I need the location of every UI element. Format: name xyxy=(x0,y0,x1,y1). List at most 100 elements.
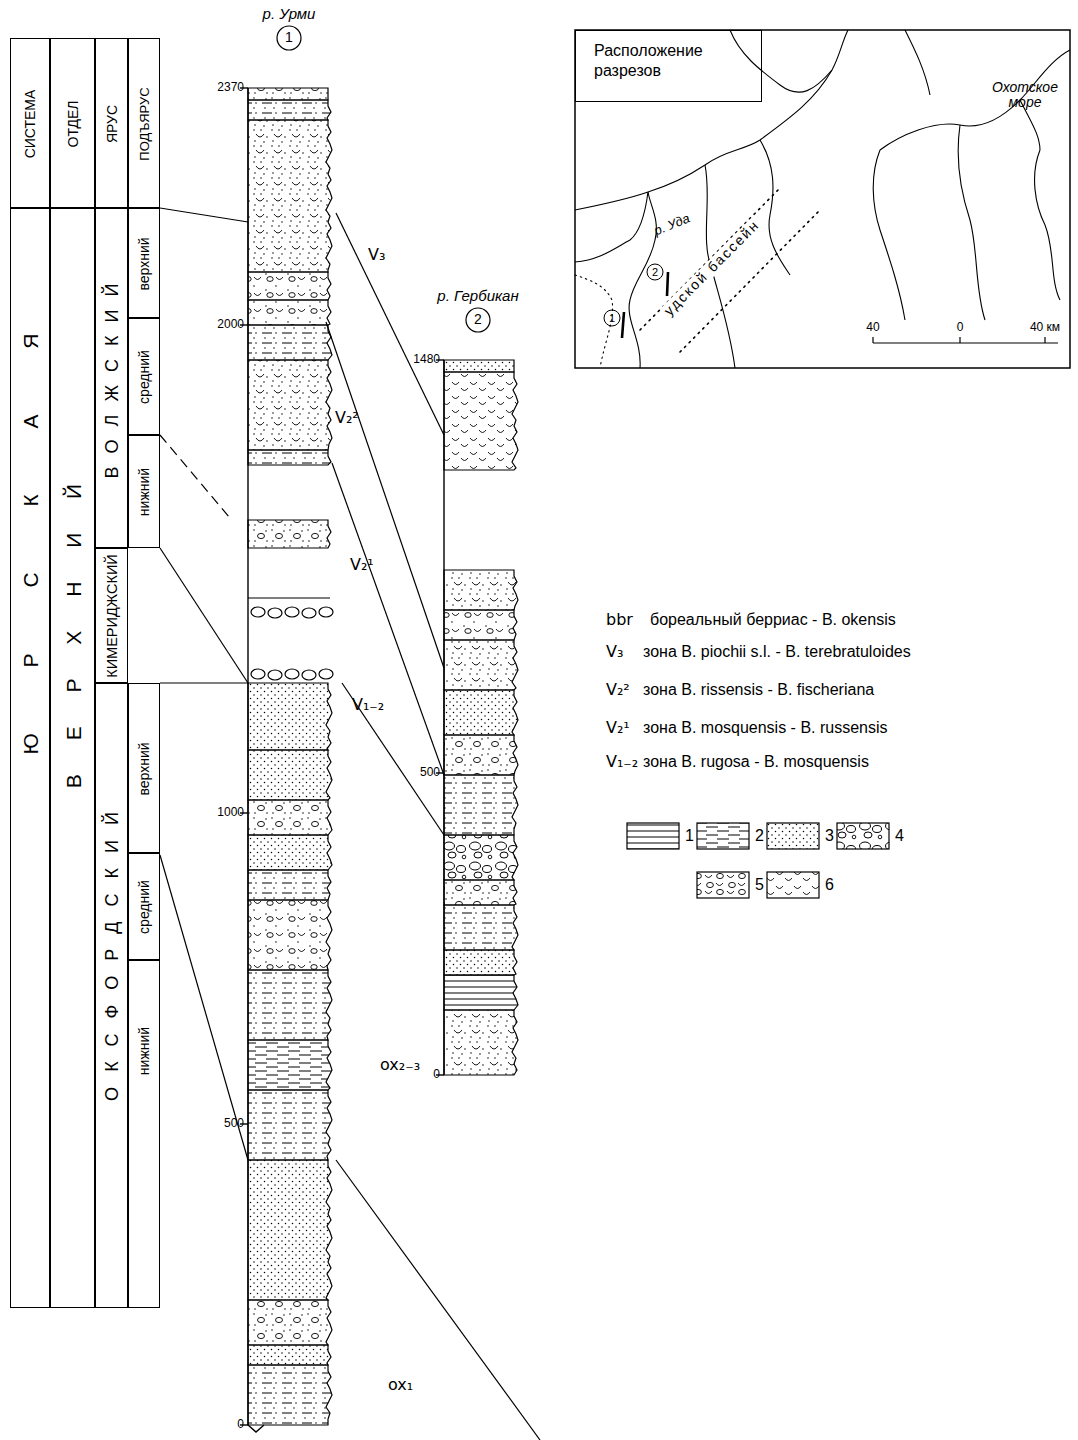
label: 500 xyxy=(420,766,440,779)
rock-layer xyxy=(444,360,514,372)
unit-name: В О Л Ж С К И Й xyxy=(103,280,121,479)
rock-layer xyxy=(248,835,332,870)
unit-name: верхний xyxy=(137,237,151,290)
label: зона B. rugosa - B. mosquensis xyxy=(643,753,869,771)
rock-layer xyxy=(248,325,332,360)
rock-layer xyxy=(248,1300,332,1345)
rock-layer xyxy=(248,900,332,970)
rock-layer xyxy=(248,100,331,120)
legend-number: 5 xyxy=(755,876,764,894)
label: зона B. piochii s.l. - B. terebratuloide… xyxy=(643,643,911,661)
rock-layer xyxy=(248,970,332,1040)
label: V₃ xyxy=(368,246,385,264)
label: V₃ xyxy=(606,643,623,661)
label: V₂¹ xyxy=(606,719,630,737)
rock-layer xyxy=(444,735,518,775)
stratigraphy-cell: нижний xyxy=(128,960,160,1308)
label: зона B. mosquensis - B. russensis xyxy=(643,719,888,737)
stratigraphy-cell: ОТДЕЛ xyxy=(50,38,95,208)
label: V₂² xyxy=(335,409,359,427)
label: ox₂₋₃ xyxy=(380,1056,420,1074)
conglomerate-lens xyxy=(268,608,282,618)
label: 1000 xyxy=(217,806,244,819)
conglomerate-lens xyxy=(251,607,265,617)
label: удской бассейн xyxy=(660,216,764,320)
label: 2000 xyxy=(217,318,244,331)
map-title: Расположение разрезов xyxy=(594,41,709,81)
label: V₁₋₂ xyxy=(352,696,384,714)
stratigraphy-cell: верхний xyxy=(128,683,160,853)
rock-layer xyxy=(248,800,332,835)
label: р. Гербикан xyxy=(437,288,518,305)
label: 2 xyxy=(652,266,658,278)
conglomerate-lens xyxy=(302,670,316,680)
stratigraphy-cell: Ю Р С К А Я xyxy=(10,208,50,1308)
rock-layer xyxy=(248,1090,332,1160)
rock-layer xyxy=(444,610,517,640)
unit-name: СИСТЕМА xyxy=(23,90,37,159)
rock-layer xyxy=(444,835,518,880)
stratigraphy-cell: В О Л Ж С К И Й xyxy=(95,208,128,548)
legend-number: 1 xyxy=(685,827,694,845)
rock-layer xyxy=(248,870,331,900)
unit-name: нижний xyxy=(137,1027,151,1075)
column-axis xyxy=(240,88,444,1432)
rock-layer xyxy=(248,300,331,325)
label: 40 км xyxy=(1030,321,1060,334)
stratigraphy-cell: средний xyxy=(128,318,160,435)
label: р. Урми xyxy=(263,6,316,23)
rock-layer xyxy=(248,450,331,465)
label: бореальный берриас - B. okensis xyxy=(650,611,896,629)
lithology-column xyxy=(248,88,518,1425)
rock-layer xyxy=(444,775,518,835)
correlation-line xyxy=(160,208,540,1440)
conglomerate-lens xyxy=(319,607,333,617)
stratigraphy-cell: средний xyxy=(128,853,160,960)
label: V₁₋₂ xyxy=(606,753,638,771)
label: V₂¹ xyxy=(350,556,374,574)
stratigraphy-cell: ЯРУС xyxy=(95,38,128,208)
lithology-swatch xyxy=(627,823,889,898)
label: 2370 xyxy=(217,81,244,94)
rock-layer xyxy=(444,372,518,470)
conglomerate-lens xyxy=(268,670,282,680)
conglomerate-lens xyxy=(319,669,333,679)
label: 1 xyxy=(285,30,293,45)
rock-layer xyxy=(444,880,517,905)
rock-layer xyxy=(444,640,518,690)
unit-name: Ю Р С К А Я xyxy=(20,304,41,755)
conglomerate-lens xyxy=(285,669,299,679)
legend-number: 6 xyxy=(825,876,834,894)
unit-name: О К С Ф О Р Д С К И Й xyxy=(103,807,121,1101)
unit-name: нижний xyxy=(137,468,151,516)
stratigraphy-cell: нижний xyxy=(128,435,160,548)
unit-name: ОТДЕЛ xyxy=(66,101,80,148)
unit-name: В Е Р Х Н И Й xyxy=(62,470,83,788)
rock-layer xyxy=(444,690,518,735)
label: V₂² xyxy=(606,681,630,699)
label: 1 xyxy=(609,312,615,324)
unit-name: средний xyxy=(137,880,151,934)
conglomerate-lens xyxy=(285,607,299,617)
label: 0 xyxy=(237,1418,244,1431)
unit-name: КИМЕРИДЖСКИЙ xyxy=(104,554,119,678)
label: р. Уда xyxy=(652,211,692,238)
label: 0 xyxy=(433,1068,440,1081)
stratigraphy-cell: КИМЕРИДЖСКИЙ xyxy=(95,548,128,683)
stratigraphy-cell: СИСТЕМА xyxy=(10,38,50,208)
label: Охотское море xyxy=(990,80,1060,111)
stratigraphy-cell: О К С Ф О Р Д С К И Й xyxy=(95,683,128,1308)
rock-layer xyxy=(248,683,332,750)
stratigraphy-cell: В Е Р Х Н И Й xyxy=(50,208,95,1308)
rock-layer xyxy=(444,570,518,610)
rock-layer xyxy=(444,905,518,950)
rock-layer xyxy=(248,1345,331,1365)
label: 2 xyxy=(474,312,482,327)
unit-name: верхний xyxy=(137,742,151,795)
legend-number: 4 xyxy=(895,827,904,845)
label: bbr xyxy=(606,611,633,629)
rock-layer xyxy=(248,272,331,300)
label: 1480 xyxy=(413,353,440,366)
